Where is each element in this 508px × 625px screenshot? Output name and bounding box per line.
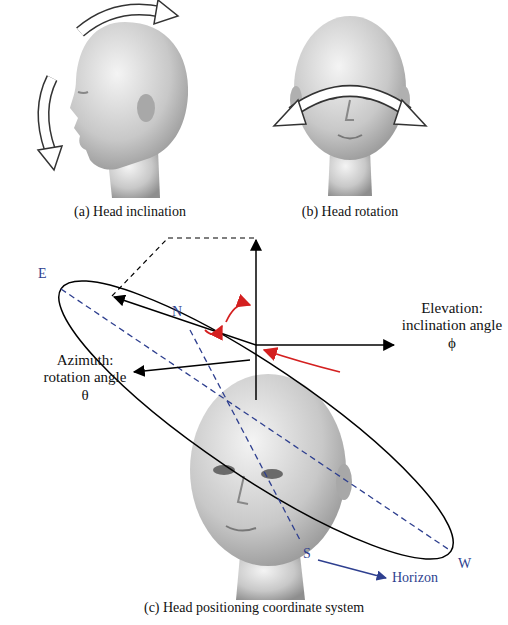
- inclination-arrows: [38, 0, 178, 170]
- coordinate-head: [190, 374, 352, 600]
- label-slot: Azimuth: rotation angle θ: [40, 352, 130, 404]
- compass-letter: N: [172, 304, 182, 320]
- label-slot: N: [172, 304, 182, 320]
- rotation-arrows: [274, 91, 426, 126]
- compass-letter: W: [458, 556, 471, 572]
- label-slot: W: [458, 556, 471, 572]
- label-slot: Elevation: inclination angle ϕ: [400, 300, 504, 352]
- compass-letter: S: [303, 546, 311, 562]
- label-slot: (c) Head positioning coordinate system: [24, 600, 484, 616]
- label-slot: E: [38, 266, 47, 282]
- side-head: [70, 22, 188, 198]
- panel-caption: (a) Head inclination: [20, 204, 240, 220]
- label-slot: (b) Head rotation: [250, 204, 450, 220]
- label-slot: (a) Head inclination: [20, 204, 240, 220]
- label-slot: Horizon: [392, 570, 438, 586]
- coordinate-axes: [30, 238, 481, 597]
- panel-caption: (b) Head rotation: [250, 204, 450, 220]
- angle-label: Azimuth: rotation angle θ: [40, 352, 130, 404]
- horizon-label: Horizon: [392, 570, 438, 586]
- compass-letter: E: [38, 266, 47, 282]
- front-head: [290, 16, 410, 196]
- angle-label: Elevation: inclination angle ϕ: [400, 300, 504, 352]
- label-slot: S: [303, 546, 311, 562]
- panel-caption: (c) Head positioning coordinate system: [24, 600, 484, 616]
